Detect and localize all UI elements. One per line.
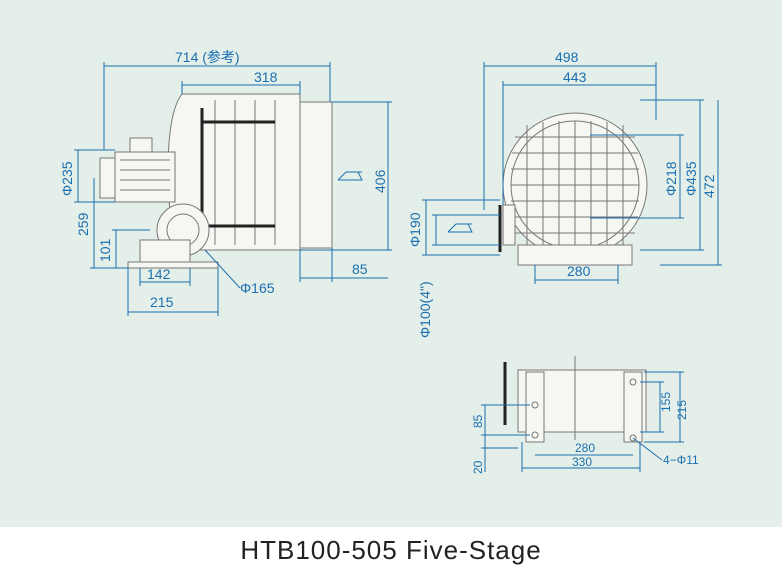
- dim-motor-center: 259: [75, 212, 91, 236]
- dim-base-inner: 142: [147, 266, 171, 282]
- dim-base-280: 280: [575, 441, 595, 455]
- dim-base-20: 20: [471, 460, 485, 474]
- dim-flange-diameter: Φ165: [240, 280, 275, 296]
- side-view: 714 (参考) 318 406 Φ235 259 101 142 215 Φ1…: [59, 49, 392, 316]
- dim-front-width-guard: 443: [563, 69, 587, 85]
- dim-outer-diameter: Φ435: [683, 161, 699, 196]
- dim-pipe-diameter: Φ100(4"): [417, 281, 433, 338]
- dim-inner-diameter: Φ218: [663, 161, 679, 196]
- dim-rear-offset: 85: [352, 261, 368, 277]
- technical-drawing: 714 (参考) 318 406 Φ235 259 101 142 215 Φ1…: [59, 49, 722, 474]
- dim-outlet-height: 101: [97, 238, 113, 262]
- dim-front-height: 472: [701, 174, 717, 198]
- dim-base-85: 85: [471, 414, 485, 428]
- dim-motor-diameter: Φ235: [59, 161, 75, 196]
- dim-mounting-holes: 4−Φ11: [663, 453, 699, 467]
- dim-base-215: 215: [675, 400, 689, 420]
- drawing-panel: 714 (参考) 318 406 Φ235 259 101 142 215 Φ1…: [0, 0, 782, 527]
- front-view: 498 443 Φ218 Φ435 472 Φ190 Φ100(4") 280: [407, 49, 722, 338]
- dim-housing-length: 318: [254, 69, 278, 85]
- base-view: 155 215 85 20 280 330 4−Φ11: [471, 356, 699, 474]
- guard-grid: [511, 121, 639, 249]
- dim-side-height: 406: [372, 169, 388, 193]
- dim-base-155: 155: [659, 392, 673, 412]
- dim-flange-diameter: Φ190: [407, 212, 423, 247]
- dim-base-outer: 215: [150, 294, 174, 310]
- dim-front-width-total: 498: [555, 49, 579, 65]
- dim-base-330: 330: [572, 455, 592, 469]
- dim-overall-length: 714 (参考): [175, 49, 240, 65]
- model-caption: HTB100-505 Five-Stage: [240, 535, 542, 565]
- dim-front-base: 280: [567, 263, 591, 279]
